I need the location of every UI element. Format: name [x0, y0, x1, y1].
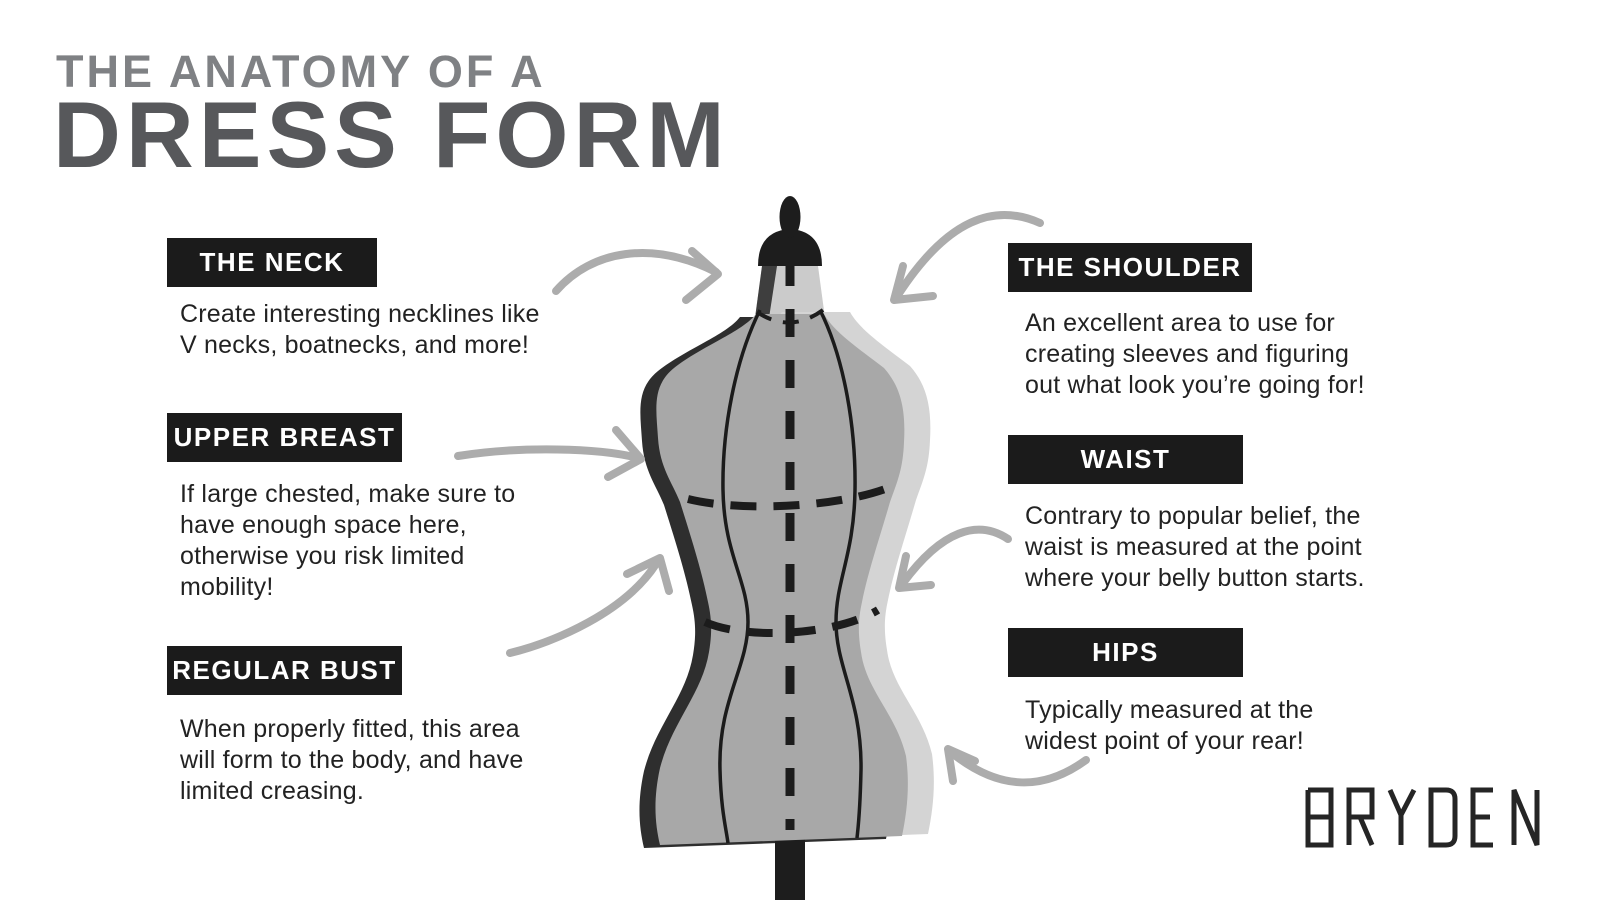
waist-arrow-icon	[895, 525, 1012, 592]
text-line: mobility!	[180, 573, 274, 601]
upper-breast-label: UPPER BREAST	[167, 413, 402, 462]
hips-description: Typically measured at the widest point o…	[1025, 695, 1313, 757]
page-title: DRESS FORM	[53, 82, 730, 187]
text-line: Contrary to popular belief, the	[1025, 502, 1361, 530]
shoulder-description: An excellent area to use for creating sl…	[1025, 308, 1365, 401]
text-line: limited creasing.	[180, 777, 365, 805]
upper-breast-arrow-icon	[454, 426, 645, 481]
mannequin-pole	[775, 835, 805, 900]
text-line: have enough space here,	[180, 511, 467, 539]
text-line: creating sleeves and figuring	[1025, 340, 1350, 368]
neck-label: THE NECK	[167, 238, 377, 287]
dashed-guide-lines	[687, 258, 895, 830]
mannequin-shadow	[639, 317, 892, 848]
regular-bust-label: REGULAR BUST	[167, 646, 402, 695]
text-line: out what look you’re going for!	[1025, 371, 1365, 399]
text-line: widest point of your rear!	[1025, 727, 1304, 755]
text-line: If large chested, make sure to	[180, 480, 516, 508]
text-line: Create interesting necklines like	[180, 300, 540, 328]
neck-arrow-icon	[552, 247, 722, 304]
text-line: will form to the body, and have	[180, 746, 524, 774]
seam-lines	[718, 309, 863, 844]
shoulder-label: THE SHOULDER	[1008, 243, 1252, 292]
neck-description: Create interesting necklines like V neck…	[180, 299, 540, 361]
text-line: An excellent area to use for	[1025, 309, 1335, 337]
mannequin-neck	[755, 266, 825, 318]
text-line: waist is measured at the point	[1025, 533, 1362, 561]
regular-bust-description: When properly fitted, this area will for…	[180, 714, 523, 807]
text-line: Typically measured at the	[1025, 696, 1314, 724]
upper-breast-description: If large chested, make sure to have enou…	[180, 479, 515, 603]
regular-bust-arrow-icon	[506, 554, 673, 657]
hips-label: HIPS	[1008, 628, 1243, 677]
bryden-logo: BRYDEN	[1300, 785, 1545, 855]
title-kicker: THE ANATOMY OF A	[56, 46, 546, 97]
text-line: V necks, boatnecks, and more!	[180, 331, 530, 359]
text-line: where your belly button starts.	[1025, 564, 1365, 592]
mannequin-cap	[758, 196, 822, 266]
text-line: otherwise you risk limited	[180, 542, 465, 570]
mannequin-body	[655, 314, 908, 845]
waist-description: Contrary to popular belief, the waist is…	[1025, 501, 1365, 594]
mannequin-highlight	[681, 312, 934, 843]
waist-label: WAIST	[1008, 435, 1243, 484]
text-line: When properly fitted, this area	[180, 715, 520, 743]
